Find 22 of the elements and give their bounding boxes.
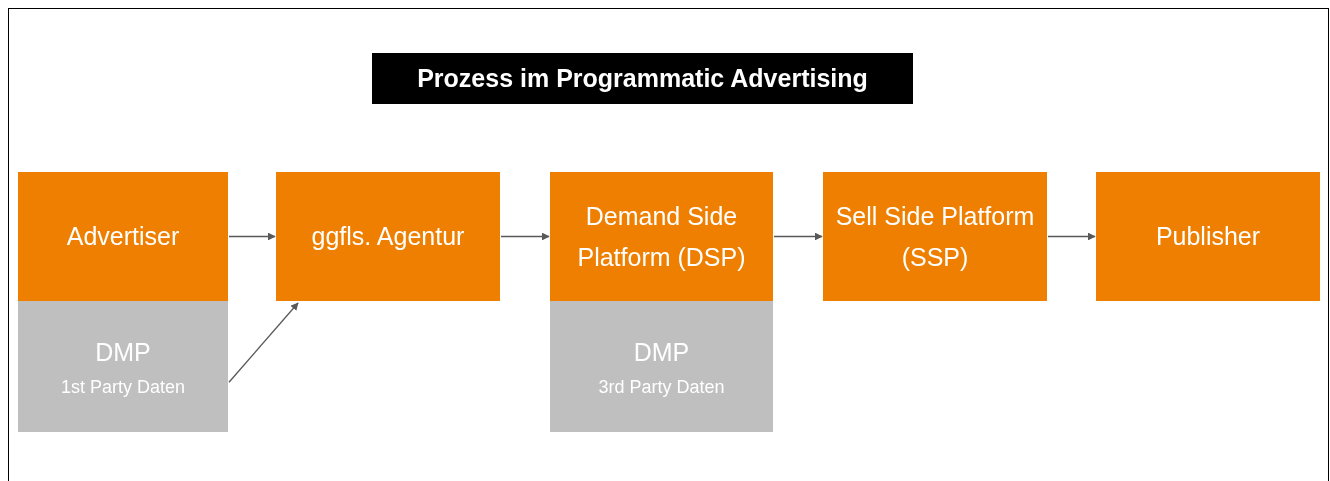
data-box xyxy=(18,301,228,432)
arrow xyxy=(228,302,299,383)
box-title: DMP xyxy=(633,337,690,368)
arrow xyxy=(500,232,550,241)
process-box xyxy=(1096,172,1320,301)
box-title: DMP xyxy=(95,337,151,368)
box-title: Publisher xyxy=(1155,221,1261,252)
box-title: ggfls. Agentur xyxy=(311,221,465,252)
data-box xyxy=(550,301,773,432)
box-subtitle: 1st Party Daten xyxy=(60,376,186,399)
arrow xyxy=(1047,232,1096,241)
box-title: Sell Side Platform (SSP) xyxy=(834,200,1036,273)
process-box xyxy=(550,172,773,301)
box-subtitle: 3rd Party Daten xyxy=(598,376,725,399)
process-box xyxy=(823,172,1047,301)
arrow xyxy=(773,232,823,241)
process-box xyxy=(276,172,500,301)
box-title: Advertiser xyxy=(66,221,180,252)
process-box xyxy=(18,172,228,301)
arrow xyxy=(228,232,276,241)
title: Prozess im Programmatic Advertising xyxy=(372,53,913,104)
box-title: Demand Side Platform (DSP) xyxy=(576,200,747,273)
